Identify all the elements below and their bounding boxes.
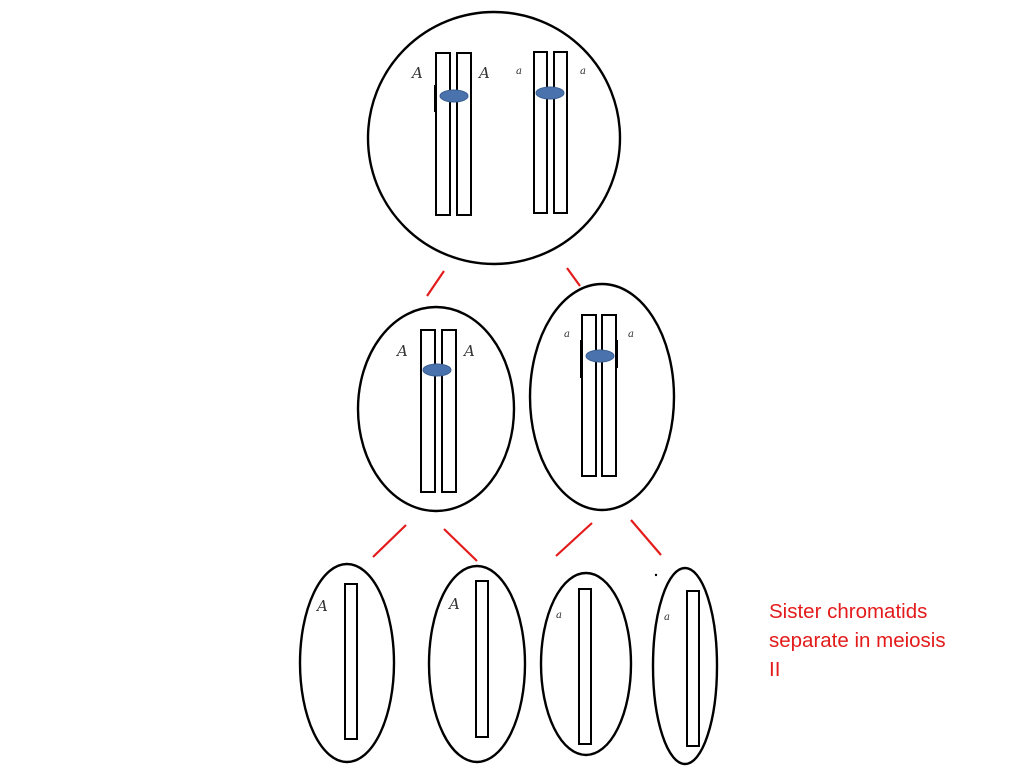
daughter-cell-1: A A <box>356 305 516 513</box>
sister-chromatid <box>553 51 568 214</box>
stray-dot <box>654 573 658 577</box>
chromatid <box>578 588 592 745</box>
sister-chromatid <box>581 314 597 477</box>
sister-chromatid <box>533 51 548 214</box>
chromatid <box>475 580 489 738</box>
sister-chromatid <box>420 329 436 493</box>
parent-cell-membrane <box>366 10 622 266</box>
allele-label: a <box>564 329 570 340</box>
caption-text: Sister chromatids separate in meiosis II <box>769 597 1009 684</box>
allele-label: a <box>580 66 586 77</box>
allele-label: A <box>477 64 490 82</box>
allele-label: A <box>315 597 328 615</box>
caption-line: separate in meiosis <box>769 629 946 652</box>
caption-line: Sister chromatids <box>769 600 928 623</box>
chromosome-small-a: a a <box>516 51 586 214</box>
sister-chromatid <box>441 329 457 493</box>
allele-label: a <box>628 329 634 340</box>
sister-chromatid <box>435 52 451 216</box>
allele-label: a <box>516 66 522 77</box>
connector-line <box>630 519 662 556</box>
centromere <box>439 89 469 103</box>
caption-line: II <box>769 658 781 681</box>
connector-line <box>566 267 581 287</box>
centromere <box>585 349 615 363</box>
chromatid <box>686 590 700 747</box>
parent-cell: A A a a <box>366 10 622 266</box>
gamete-3: a <box>539 571 633 757</box>
allele-label: a <box>664 612 670 623</box>
connector-line <box>426 270 445 297</box>
allele-label: A <box>395 342 408 360</box>
daughter-cell-2: a a <box>528 282 676 512</box>
chromosome-big-a: A A <box>410 52 490 216</box>
centromere <box>535 86 565 100</box>
connector-line <box>555 522 593 557</box>
chromatid <box>344 583 358 740</box>
connector-line <box>443 528 478 562</box>
connector-line <box>372 524 407 558</box>
gamete-1: A <box>298 562 396 764</box>
centromere <box>422 363 452 377</box>
sister-chromatid <box>601 314 617 477</box>
gamete-membrane <box>651 566 719 766</box>
sister-chromatid <box>456 52 472 216</box>
allele-label: A <box>410 64 423 82</box>
gamete-4: a <box>651 566 719 766</box>
gamete-2: A <box>427 564 527 764</box>
allele-label: A <box>447 595 460 613</box>
allele-label: a <box>556 610 562 621</box>
allele-label: A <box>462 342 475 360</box>
